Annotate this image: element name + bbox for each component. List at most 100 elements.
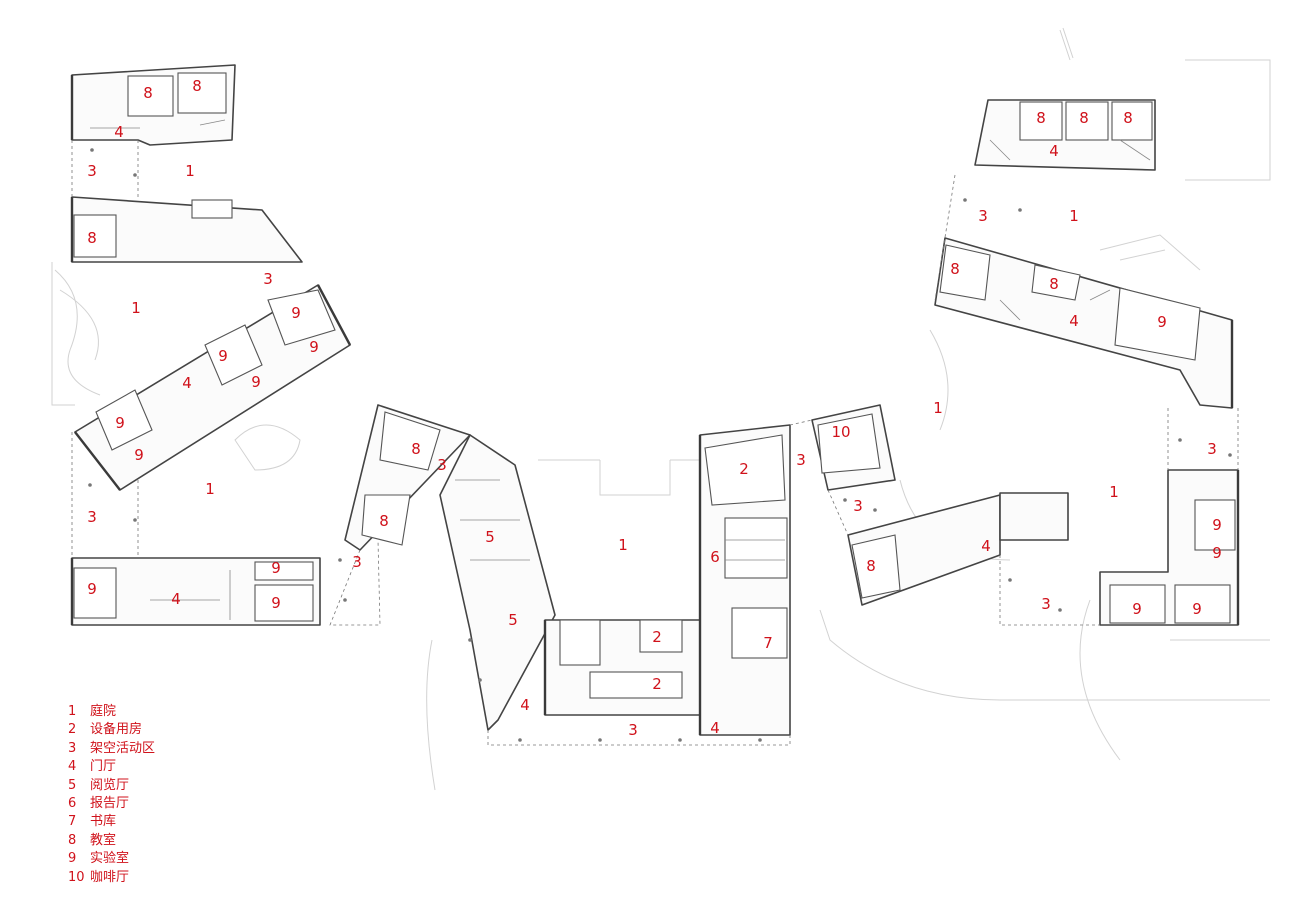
plan-label: 5 [508,611,518,629]
plan-label: 2 [652,628,662,646]
plan-label: 8 [192,77,202,95]
legend-number: 6 [68,795,77,811]
plan-label: 8 [1049,275,1059,293]
legend: 1 庭院 2 设备用房 3 架空活动区 4 门厅 5 阅览厅 6 报告厅 7 书库 8 教室 9… [68,703,155,887]
legend-item: 3 架空活动区 [68,740,155,758]
plan-label: 3 [87,162,97,180]
interior-rooms [73,72,1236,699]
plan-label: 3 [87,508,97,526]
open-area-edges [71,140,1239,746]
plan-label: 4 [1049,142,1059,160]
plan-label: 2 [739,460,749,478]
plan-label: 8 [1036,109,1046,127]
plan-label: 9 [87,580,97,598]
legend-item: 4 门厅 [68,758,155,776]
legend-item: 8 教室 [68,832,155,850]
plan-label: 3 [628,721,638,739]
plan-label: 4 [114,123,124,141]
plan-label: 1 [185,162,195,180]
legend-text: 教室 [90,832,117,848]
plan-label: 3 [437,456,447,474]
plan-label: 9 [218,347,228,365]
legend-text: 架空活动区 [90,740,156,756]
plan-label: 8 [866,557,876,575]
plan-label: 3 [853,497,863,515]
plan-label: 3 [796,451,806,469]
legend-number: 8 [68,832,77,848]
legend-text: 实验室 [90,851,130,867]
legend-text: 书库 [90,814,117,830]
plan-label: 8 [379,512,389,530]
legend-text: 庭院 [90,704,117,719]
plan-label: 4 [981,537,991,555]
plan-label: 1 [618,536,628,554]
plan-label: 4 [710,719,720,737]
plan-label: 3 [263,270,273,288]
legend-number: 10 [68,869,85,885]
plan-label: 9 [251,373,261,391]
legend-item: 5 阅览厅 [68,777,155,795]
plan-label: 8 [411,440,421,458]
legend-item: 1 庭院 [68,703,155,721]
legend-text: 门厅 [90,759,117,775]
plan-label: 4 [171,590,181,608]
plan-label: 4 [520,696,530,714]
legend-text: 咖啡厅 [90,869,130,885]
plan-label: 1 [933,399,943,417]
legend-number: 4 [68,759,77,775]
plan-label: 8 [87,229,97,247]
plan-label: 1 [205,480,215,498]
legend-number: 9 [68,851,77,867]
legend-number: 5 [68,777,77,793]
plan-label: 3 [1207,440,1217,458]
plan-label: 9 [271,559,281,577]
plan-label: 7 [763,634,773,652]
plan-label: 4 [182,374,192,392]
plan-label: 10 [831,423,850,441]
plan-label: 1 [131,299,141,317]
plan-label: 9 [1212,516,1222,534]
plan-label: 1 [1069,207,1079,225]
plan-label: 8 [1123,109,1133,127]
legend-item: 6 报告厅 [68,795,155,813]
legend-number: 3 [68,740,77,756]
plan-label: 9 [1132,600,1142,618]
plan-label: 2 [652,675,662,693]
plan-label: 3 [352,553,362,571]
wing-center-reading [439,434,556,731]
plan-label: 9 [134,446,144,464]
site-context [51,27,1271,791]
legend-item: 10 咖啡厅 [68,869,155,887]
plan-label: 8 [950,260,960,278]
legend-item: 2 设备用房 [68,721,155,739]
plan-labels: 8 8 4 3 1 8 3 1 9 9 9 9 4 9 9 1 3 9 4 9 … [87,77,1222,739]
plan-label: 3 [1041,595,1051,613]
plan-label: 9 [309,338,319,356]
legend-text: 报告厅 [90,795,130,811]
legend-number: 2 [68,722,77,738]
plan-label: 9 [291,304,301,322]
legend-item: 7 书库 [68,813,155,831]
plan-label: 4 [1069,312,1079,330]
wall-lines [70,75,1240,735]
legend-text: 设备用房 [90,722,143,738]
plan-label: 3 [978,207,988,225]
legend-number: 1 [68,704,77,719]
legend-item: 9 实验室 [68,850,155,868]
plan-label: 5 [485,528,495,546]
plan-label: 8 [143,84,153,102]
plan-label: 9 [271,594,281,612]
plan-label: 9 [1192,600,1202,618]
plan-label: 9 [1157,313,1167,331]
plan-label: 9 [115,414,125,432]
legend-number: 7 [68,814,77,830]
columns [88,148,1232,742]
plan-label: 8 [1079,109,1089,127]
plan-label: 6 [710,548,720,566]
plan-label: 9 [1212,544,1222,562]
plan-label: 1 [1109,483,1119,501]
wing-east-hall [999,492,1069,541]
legend-text: 阅览厅 [90,777,130,793]
